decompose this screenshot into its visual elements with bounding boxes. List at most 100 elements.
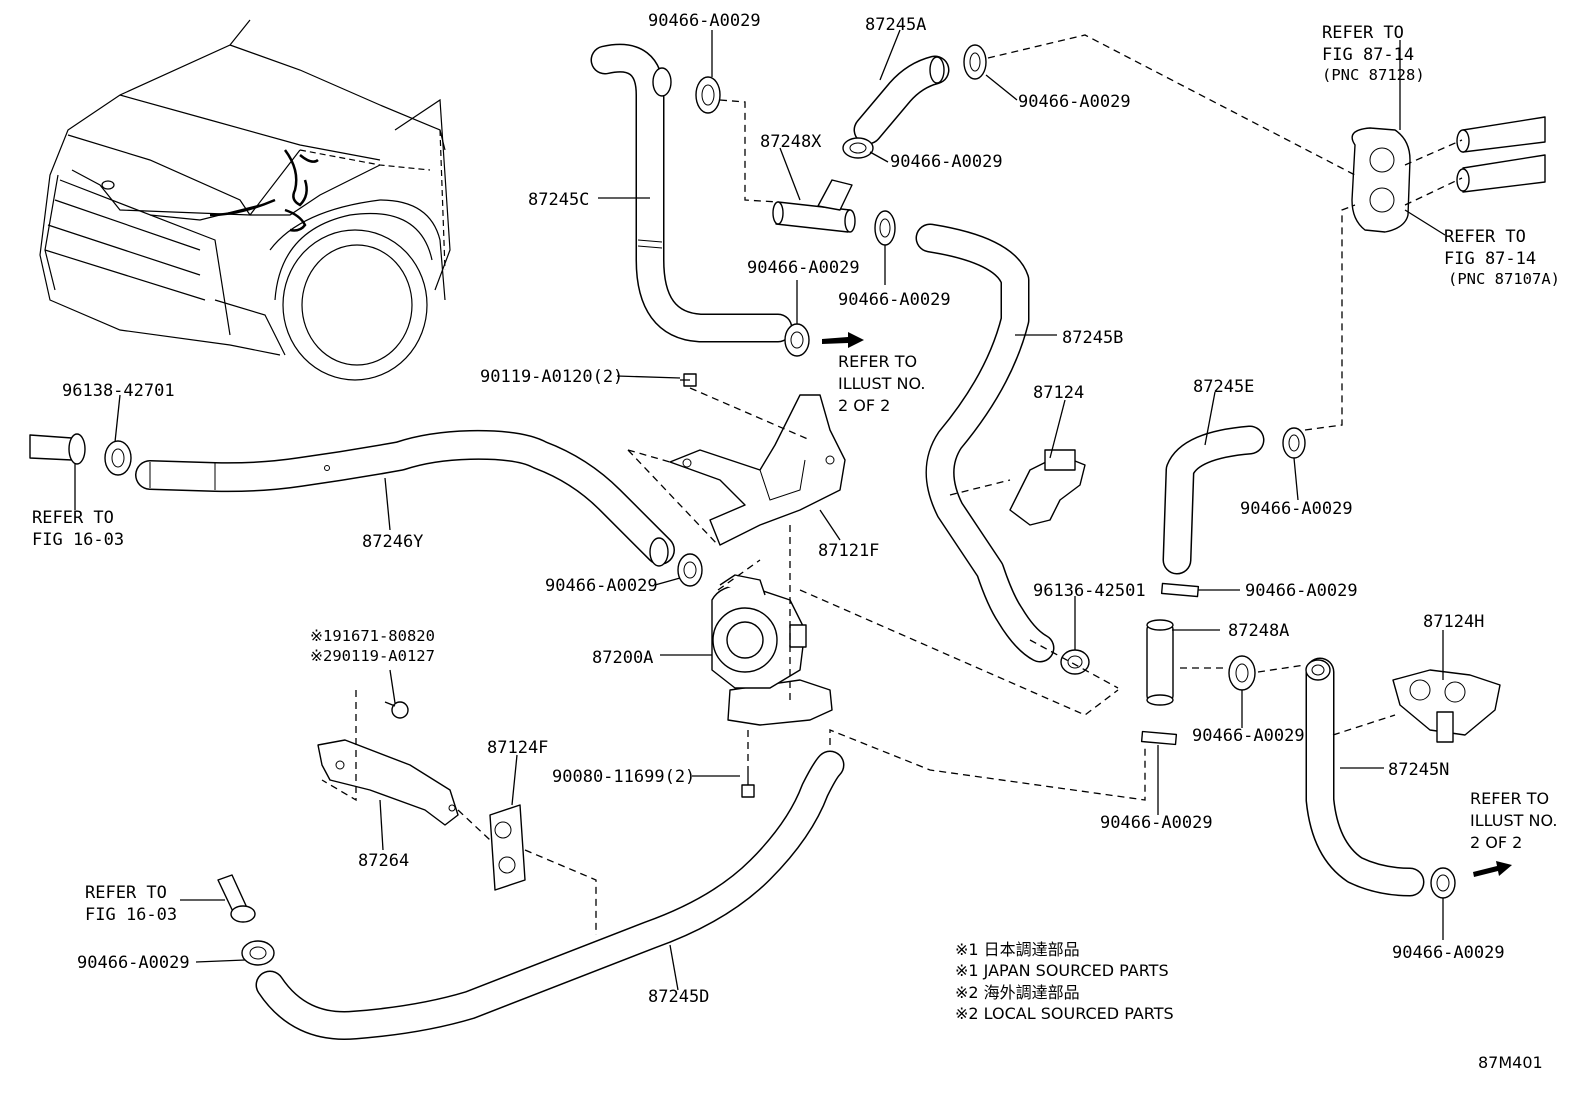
hose-87245E [1162, 425, 1265, 575]
label-87264: 87264 [358, 851, 409, 871]
label-87124H: 87124H [1423, 612, 1484, 632]
fasteners [384, 373, 755, 798]
grommet-87128 [1351, 127, 1411, 233]
clamp-icon [695, 76, 721, 114]
label-fig-16-03: FIG 16-03 [32, 530, 124, 550]
hose-87245N [1305, 657, 1425, 897]
figure-code: 87M401 [1478, 1053, 1543, 1072]
bolt-icon [680, 373, 697, 387]
label-two-of-two: 2 OF 2 [838, 396, 890, 415]
water-pump-87200A [711, 574, 833, 726]
label-96138: 96138-42701 [62, 381, 175, 401]
label-refer-to: REFER TO [32, 508, 114, 528]
hoses [135, 43, 1425, 1040]
label-refer-to: REFER TO [1444, 227, 1526, 247]
label-87245C: 87245C [528, 190, 589, 210]
tee-joint-87248X [772, 179, 856, 233]
label-illust-no: ILLUST NO. [838, 374, 925, 393]
note-line: ※2 海外調達部品 [955, 983, 1080, 1002]
bracket-87124F [489, 804, 526, 891]
label-clamp: 90466-A0029 [1018, 92, 1131, 112]
bolt-icon [741, 770, 755, 798]
label-clamp: 90466-A0029 [838, 290, 951, 310]
label-87248A: 87248A [1228, 621, 1289, 641]
band-clip-icon [1160, 582, 1200, 598]
band-clip-icon [1140, 730, 1178, 746]
label-87121F: 87121F [818, 541, 879, 561]
guide-lines [321, 34, 1463, 935]
label-87245N: 87245N [1388, 760, 1449, 780]
leader-lines [74, 29, 1446, 991]
label-87245D: 87245D [648, 987, 709, 1007]
vehicle-front-illustration [39, 19, 451, 381]
label-clamp: 90466-A0029 [1392, 943, 1505, 963]
label-87245E: 87245E [1193, 377, 1254, 397]
label-fig-87-14: FIG 87-14 [1444, 249, 1536, 269]
bracket-87121F [669, 394, 846, 546]
label-clamp: 90466-A0029 [545, 576, 658, 596]
label-fig-87-14: FIG 87-14 [1322, 45, 1414, 65]
bolt-icon [384, 701, 409, 719]
bracket-87124H [1392, 669, 1501, 743]
label-refer-to: REFER TO [1322, 23, 1404, 43]
clamp-icon [241, 940, 275, 966]
label-refer-to: REFER TO [1470, 789, 1549, 808]
clamp-icon [874, 210, 896, 246]
hose-87246Y [135, 429, 675, 567]
note-line: ※1 JAPAN SOURCED PARTS [955, 961, 1169, 980]
clamp-icon [842, 137, 874, 159]
clamp-icon [1430, 867, 1456, 899]
label-pnc-87128: (PNC 87128) [1322, 66, 1425, 84]
label-clamp: 90466-A0029 [77, 953, 190, 973]
label-87245A: 87245A [865, 15, 926, 35]
label-87124: 87124 [1033, 383, 1084, 403]
hose-87245A [853, 55, 950, 145]
note-line: ※2 LOCAL SOURCED PARTS [955, 1004, 1174, 1023]
label-clamp: 90466-A0029 [1100, 813, 1213, 833]
label-clamp: 90466-A0029 [648, 11, 761, 31]
label-87245B: 87245B [1062, 328, 1123, 348]
label-refer-to: REFER TO [838, 352, 917, 371]
label-clamp: 90466-A0029 [1192, 726, 1305, 746]
label-refer-to: REFER TO [85, 883, 167, 903]
arrow-right-icon [1473, 861, 1512, 877]
clamp-icon [1282, 427, 1306, 459]
pipe-left-lower [217, 874, 256, 923]
clamp-icon [104, 440, 132, 476]
labels: 90466-A0029 87245A 90466-A0029 90466-A00… [32, 11, 1560, 1072]
label-90080: 90080-11699(2) [552, 767, 695, 787]
sensor-bracket-87124 [1009, 449, 1086, 526]
label-pnc-87107A: (PNC 87107A) [1448, 270, 1560, 288]
label-87248X: 87248X [760, 132, 822, 152]
label-191671: ※191671-80820 [310, 627, 435, 645]
label-clamp: 90466-A0029 [1245, 581, 1358, 601]
connector-87248A [1146, 619, 1174, 706]
label-290119: ※290119-A0127 [310, 647, 435, 665]
note-line: ※1 日本調達部品 [955, 940, 1080, 959]
clamp-icon [963, 44, 987, 80]
hose-87245B [915, 223, 1055, 663]
label-87246Y: 87246Y [362, 532, 423, 552]
hose-87245D [255, 750, 845, 1040]
label-clamp: 90466-A0029 [747, 258, 860, 278]
clamps [104, 44, 1456, 966]
label-96136: 96136-42501 [1033, 581, 1146, 601]
label-90119: 90119-A0120(2) [480, 367, 623, 387]
label-clamp: 90466-A0029 [890, 152, 1003, 172]
label-clamp: 90466-A0029 [1240, 499, 1353, 519]
pipe-left-upper [29, 433, 86, 465]
label-87124F: 87124F [487, 738, 548, 758]
label-two-of-two: 2 OF 2 [1470, 833, 1522, 852]
label-fig-16-03: FIG 16-03 [85, 905, 177, 925]
arrows [822, 332, 1512, 877]
clamp-icon [677, 553, 703, 587]
label-87200A: 87200A [592, 648, 653, 668]
clamp-icon [784, 323, 810, 357]
pipes-upper-right [1456, 116, 1546, 193]
label-illust-no: ILLUST NO. [1470, 811, 1557, 830]
bracket-87264 [317, 739, 459, 826]
hose-87245C [590, 43, 793, 343]
clamp-icon [1228, 655, 1256, 691]
arrow-right-icon [822, 332, 864, 348]
